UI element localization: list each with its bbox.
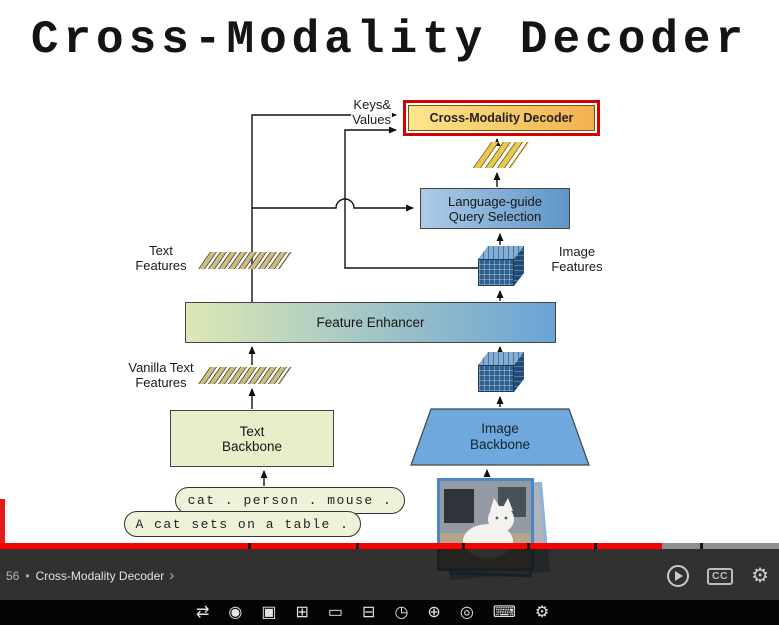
captions-button[interactable]: CC <box>707 567 734 585</box>
player-controls-row: 56 • Cross-Modality Decoder › CC ⚙ <box>0 563 779 589</box>
image-features-icon <box>478 246 524 286</box>
chapter-gap <box>700 543 703 549</box>
image-tokens-icon <box>478 352 524 392</box>
screen-record-icon: ▣ <box>261 603 277 621</box>
chapter-gap <box>462 543 465 549</box>
frame-icon: ▭ <box>327 603 344 621</box>
play-circle-icon[interactable] <box>667 565 690 587</box>
keys-values-label: Keys& Values <box>351 97 392 127</box>
text-features-icon <box>198 252 292 269</box>
timer-icon: ◷ <box>394 603 409 621</box>
chapter-bullet: • <box>25 569 30 583</box>
chapter-gap <box>356 543 359 549</box>
text-features-label: Text Features <box>135 243 187 273</box>
image-backbone-box: Image Backbone <box>410 408 590 466</box>
feature-enhancer-box: Feature Enhancer <box>185 302 556 343</box>
image-features-label: Image Features <box>551 244 603 274</box>
broadcast-icon: ◉ <box>228 603 243 621</box>
keyboard-icon: ⌨ <box>492 603 516 621</box>
calendar-icon: ⊞ <box>295 603 309 621</box>
chapter-gap <box>594 543 597 549</box>
slide-title: Cross-Modality Decoder <box>30 14 749 66</box>
prompt-pill-categories: cat . person . mouse . <box>175 487 405 514</box>
image-backbone-trapezoid <box>410 408 590 466</box>
window-icon: ⊟ <box>362 603 376 621</box>
timestamp-fragment: 56 <box>6 569 20 583</box>
player-right-controls: CC ⚙ <box>667 565 773 587</box>
settings-gear-icon[interactable]: ⚙ <box>751 565 769 587</box>
connector-text-to-decoder <box>251 111 397 302</box>
connector-text-to-query-selection <box>252 198 414 212</box>
progress-bar[interactable] <box>0 543 779 549</box>
connector-image-to-decoder <box>344 126 478 269</box>
cross-modality-decoder-highlight: Cross-Modality Decoder <box>403 100 600 136</box>
shuffle-icon: ⇄ <box>196 603 210 621</box>
camera-icon: ◎ <box>459 603 474 621</box>
video-toolbar-icons: ⇄ ◉ ▣ ⊞ ▭ ⊟ ◷ ⊕ ◎ ⌨ ⚙ <box>0 600 779 625</box>
chapter-gap <box>248 543 251 549</box>
prompt-pill-sentence: A cat sets on a table . <box>124 511 361 537</box>
text-backbone-box: Text Backbone <box>170 410 334 467</box>
vanilla-text-features-icon <box>198 367 292 384</box>
video-content: Cross-Modality Decoder <box>0 14 749 581</box>
chapter-chevron-icon[interactable]: › <box>169 567 175 584</box>
video-toolbar-strip: ⇄ ◉ ▣ ⊞ ▭ ⊟ ◷ ⊕ ◎ ⌨ ⚙ <box>0 600 779 625</box>
query-selection-box: Language-guide Query Selection <box>420 188 570 229</box>
add-box-icon: ⊕ <box>427 603 441 621</box>
cross-modality-decoder-box: Cross-Modality Decoder <box>408 105 595 131</box>
vanilla-text-features-label: Vanilla Text Features <box>128 360 194 390</box>
diagram-connectors <box>248 111 504 486</box>
player-bottom-scrim: 56 • Cross-Modality Decoder › CC ⚙ <box>0 543 779 600</box>
progress-watched <box>0 543 662 549</box>
chapter-gap <box>527 543 530 549</box>
settings-icon: ⚙ <box>534 603 550 621</box>
chapter-title[interactable]: Cross-Modality Decoder <box>35 569 165 583</box>
red-edge-mark <box>0 499 5 544</box>
